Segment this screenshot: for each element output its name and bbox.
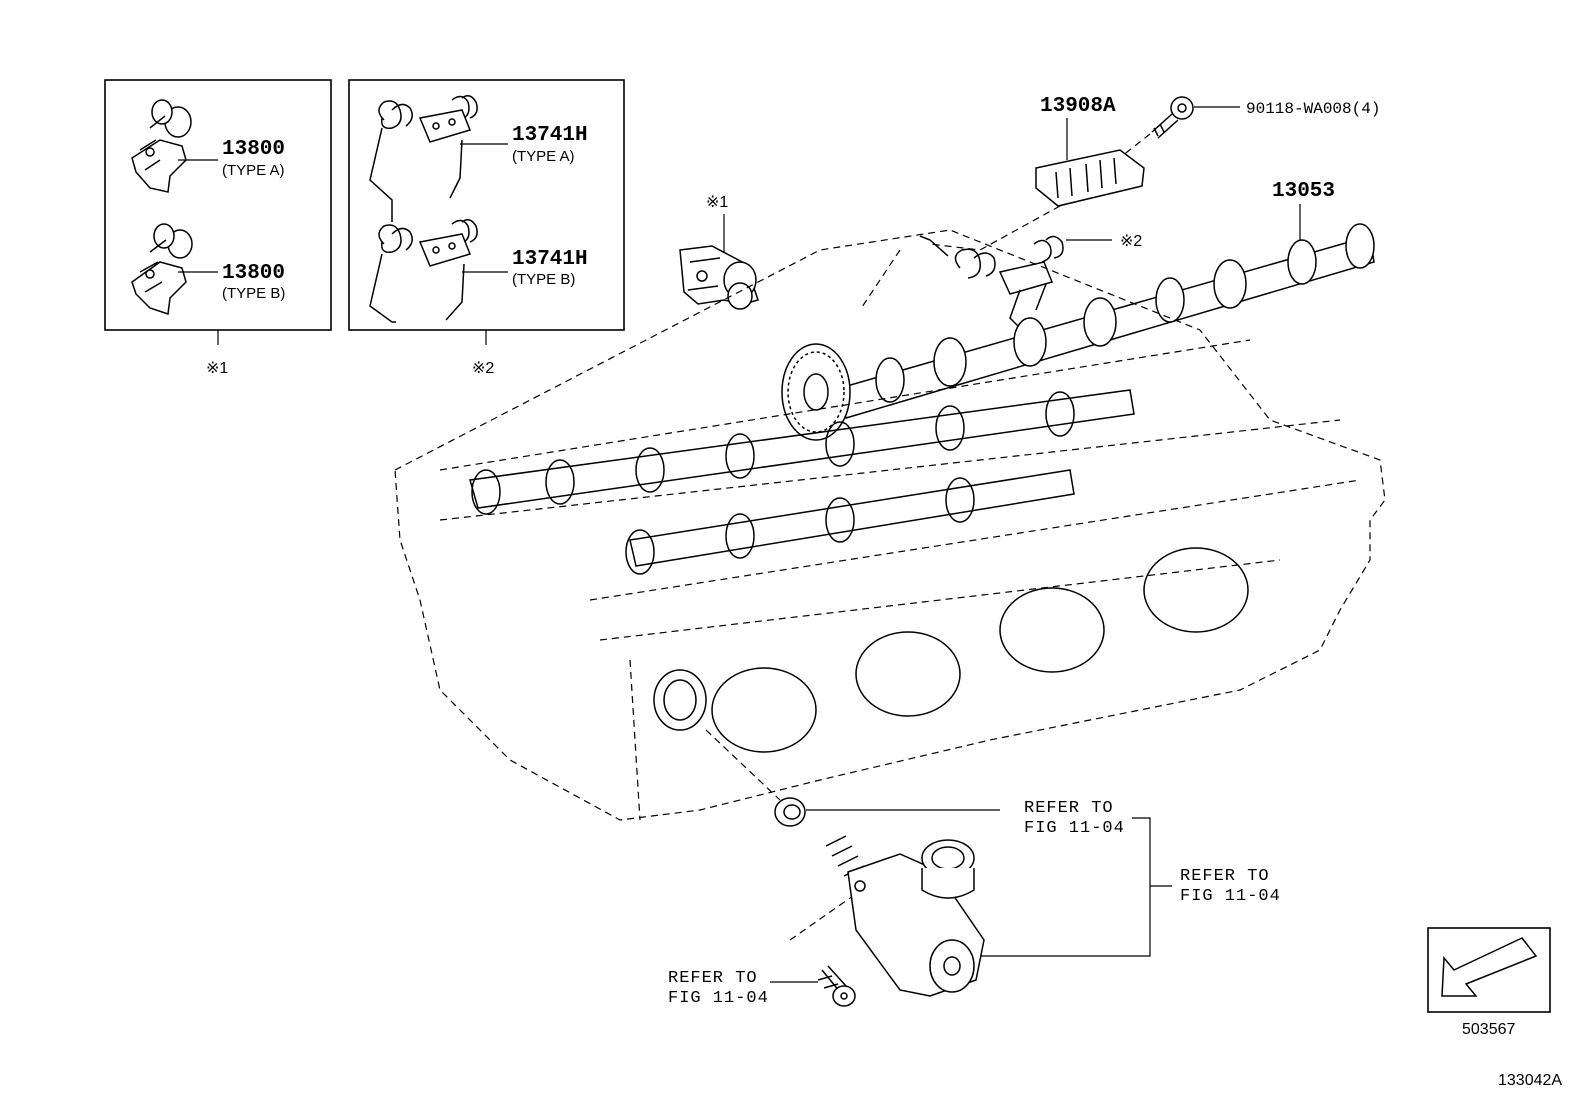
note-2-spring-drawing: ※2 <box>919 233 1142 331</box>
spring-type-b-drawing <box>369 219 478 323</box>
seal-ref-line2[interactable]: FIG 11-04 <box>1024 819 1125 838</box>
note-1-label: ※1 <box>706 194 728 211</box>
rocker-bracket-type-b-drawing <box>131 223 193 316</box>
part-number-13741h-b[interactable]: 13741H <box>512 248 588 271</box>
part-type-a-label-2: (TYPE A) <box>512 148 575 165</box>
seal-assembly-line <box>705 729 781 801</box>
camshaft-13053: 13053 <box>781 180 1375 441</box>
rocker-bracket-type-a-drawing <box>131 99 192 193</box>
fuel-pump-drawing <box>825 835 985 997</box>
part-number-13741h-a[interactable]: 13741H <box>512 124 588 147</box>
spring-assembly-line <box>859 249 901 311</box>
seal-ref-line1[interactable]: REFER TO <box>1024 799 1114 818</box>
direction-indicator <box>1427 927 1551 1013</box>
part-number-13800-b[interactable]: 13800 <box>222 262 285 285</box>
bolt-ref-line2[interactable]: FIG 11-04 <box>668 989 769 1008</box>
note-1-rocker-drawing: ※1 <box>679 194 759 310</box>
direction-arrow-icon <box>1441 937 1538 997</box>
direction-code: 503567 <box>1462 1021 1515 1038</box>
part-type-a-label: (TYPE A) <box>222 162 285 179</box>
cam-gear-drawing <box>781 343 851 441</box>
cover-assembly-line <box>929 205 1061 251</box>
pump-bolt-drawing <box>817 965 856 1007</box>
pump-ref-line2[interactable]: FIG 11-04 <box>1180 887 1281 906</box>
box2-footnote: ※2 <box>472 360 494 377</box>
part-number-13800-a[interactable]: 13800 <box>222 138 285 161</box>
pump-ref-line1[interactable]: REFER TO <box>1180 867 1270 886</box>
rocker-cover-group: 13908A 90118-WA008(4) <box>1035 95 1380 207</box>
spring-type-a-drawing <box>369 95 478 222</box>
box1-footnote: ※1 <box>206 360 228 377</box>
part-type-b-label-2: (TYPE B) <box>512 271 575 288</box>
pump-bracket-line <box>976 817 1151 957</box>
seal-ring-drawing <box>774 797 806 827</box>
inset-box-1: 13800 (TYPE A) 13800 (TYPE B) ※1 <box>104 79 332 377</box>
part-number-13908a[interactable]: 13908A <box>1040 95 1116 118</box>
bolt-ref-line1[interactable]: REFER TO <box>668 969 758 988</box>
bolt-drawing <box>1151 96 1194 139</box>
inset-box-2: 13741H (TYPE A) 13741H (TYPE B) ※2 <box>348 79 625 377</box>
figure-code: 133042A <box>1498 1072 1562 1089</box>
part-number-90118-wa008[interactable]: 90118-WA008(4) <box>1246 100 1380 118</box>
cylinder-head-drawing <box>394 229 1386 821</box>
note-2-label: ※2 <box>1120 233 1142 250</box>
part-type-b-label: (TYPE B) <box>222 285 285 302</box>
part-number-13053[interactable]: 13053 <box>1272 180 1335 203</box>
